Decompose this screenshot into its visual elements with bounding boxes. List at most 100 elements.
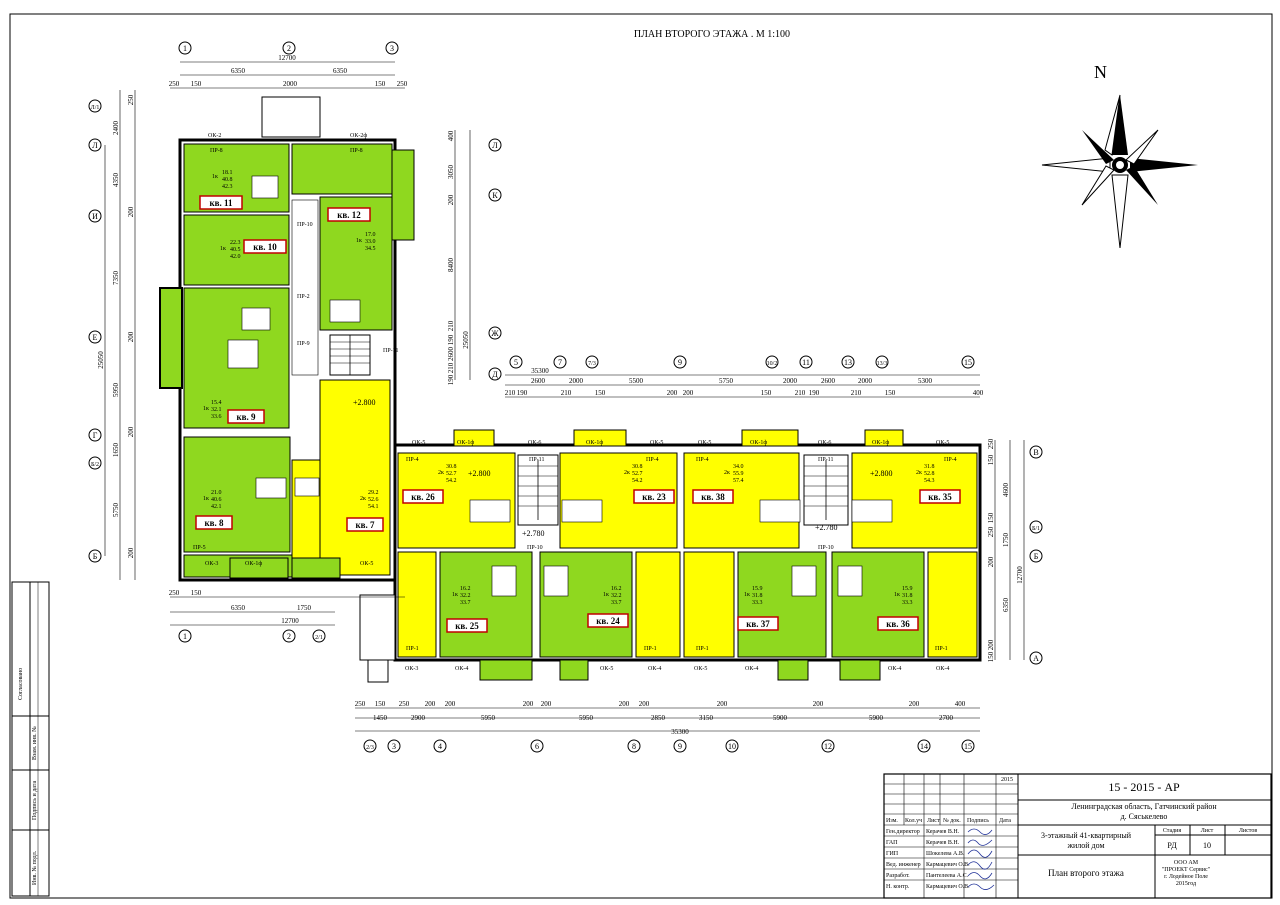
- svg-text:ОК-1ф: ОК-1ф: [586, 439, 603, 446]
- axis-markers-left-bottom: 1 2 2/1: [178, 629, 326, 643]
- tb-code: 15 - 2015 - АР: [1108, 780, 1180, 794]
- svg-text:2850: 2850: [651, 714, 666, 722]
- svg-text:31.8: 31.8: [752, 593, 763, 599]
- svg-text:Подпись и дата: Подпись и дата: [32, 780, 38, 820]
- svg-text:"ПРОЕКТ Сервис": "ПРОЕКТ Сервис": [1162, 867, 1211, 873]
- apartment-label-38: кв. 38: [692, 489, 734, 504]
- svg-text:52.7: 52.7: [632, 471, 643, 477]
- svg-text:Лист: Лист: [1201, 828, 1214, 834]
- svg-text:2700: 2700: [939, 714, 954, 722]
- svg-text:200: 200: [987, 639, 995, 650]
- svg-text:3: 3: [390, 44, 394, 53]
- svg-text:190: 190: [809, 389, 820, 397]
- svg-text:кв. 36: кв. 36: [886, 619, 910, 629]
- svg-text:кв. 9: кв. 9: [236, 412, 256, 422]
- svg-text:15: 15: [964, 358, 972, 367]
- svg-text:2к: 2к: [916, 470, 922, 476]
- svg-text:Инв. № подл.: Инв. № подл.: [32, 850, 38, 885]
- svg-text:40.8: 40.8: [222, 177, 233, 183]
- svg-text:210: 210: [505, 389, 516, 397]
- level-mark-left: +2.800: [353, 398, 376, 407]
- svg-text:1к: 1к: [603, 592, 609, 598]
- svg-text:кв. 37: кв. 37: [746, 619, 770, 629]
- svg-text:210: 210: [561, 389, 572, 397]
- svg-text:ПР-4: ПР-4: [696, 457, 709, 463]
- svg-text:кв. 38: кв. 38: [701, 492, 725, 502]
- svg-text:13: 13: [844, 358, 852, 367]
- svg-text:5900: 5900: [773, 714, 788, 722]
- svg-text:5750: 5750: [112, 503, 120, 518]
- svg-text:12: 12: [824, 742, 832, 751]
- svg-text:32.2: 32.2: [460, 593, 471, 599]
- svg-text:190: 190: [447, 374, 455, 385]
- area-figures-right: 2к 30.8 52.7 54.2 2к 30.8 52.7 54.2 2к 3…: [438, 464, 935, 606]
- svg-text:7/3: 7/3: [588, 361, 596, 367]
- svg-text:250: 250: [987, 526, 995, 537]
- svg-text:190: 190: [517, 389, 528, 397]
- svg-text:ОК-5: ОК-5: [936, 440, 949, 446]
- svg-text:ОК-4: ОК-4: [648, 666, 661, 672]
- svg-text:200: 200: [717, 700, 728, 708]
- svg-text:2: 2: [287, 44, 291, 53]
- svg-text:кв. 25: кв. 25: [455, 621, 479, 631]
- svg-text:2/1: 2/1: [315, 635, 323, 641]
- svg-text:5: 5: [514, 358, 518, 367]
- svg-text:34.5: 34.5: [365, 246, 376, 252]
- svg-text:ОК-4: ОК-4: [745, 666, 758, 672]
- svg-text:30.8: 30.8: [446, 464, 457, 470]
- svg-text:32.1: 32.1: [211, 407, 222, 413]
- svg-text:К: К: [492, 191, 498, 200]
- svg-text:ПР-11: ПР-11: [383, 348, 398, 354]
- svg-text:ГИП: ГИП: [886, 851, 899, 857]
- svg-text:15: 15: [964, 742, 972, 751]
- svg-text:2015год: 2015год: [1176, 881, 1196, 887]
- dimension-texts-left-vertical: 250 2400 4350 200 7350 200 25050 5950 20…: [97, 94, 135, 558]
- svg-text:150: 150: [885, 389, 896, 397]
- svg-text:8: 8: [632, 742, 636, 751]
- svg-text:кв. 11: кв. 11: [209, 198, 233, 208]
- svg-text:1750: 1750: [297, 604, 312, 612]
- svg-text:250: 250: [169, 589, 180, 597]
- svg-text:1450: 1450: [373, 714, 388, 722]
- svg-text:18.1: 18.1: [222, 170, 233, 176]
- balcony-top: [261, 96, 321, 138]
- title-block: 2015 Изм. Кол.уч Лист № док. Подпись Дат…: [883, 773, 1272, 899]
- svg-text:Пантелеева А.С.: Пантелеева А.С.: [926, 873, 969, 879]
- svg-text:кв. 26: кв. 26: [411, 492, 435, 502]
- svg-text:210: 210: [447, 362, 455, 373]
- svg-text:ПР-5: ПР-5: [193, 545, 206, 551]
- svg-text:200: 200: [523, 700, 534, 708]
- svg-text:ПР-1: ПР-1: [644, 646, 657, 652]
- svg-text:2к: 2к: [438, 470, 444, 476]
- svg-text:16.2: 16.2: [460, 586, 471, 592]
- svg-text:5750: 5750: [719, 377, 734, 385]
- svg-text:+2.780: +2.780: [815, 523, 838, 532]
- openings-left: ОК-2 ОК-2ф ОК-3 ОК-1ф ОК-5 ПР-8 ПР-8 ПР-…: [193, 132, 398, 567]
- apartment-label-35: кв. 35: [919, 489, 961, 504]
- svg-text:ПР-1: ПР-1: [406, 646, 419, 652]
- svg-text:ОК-1ф: ОК-1ф: [245, 560, 262, 567]
- svg-text:9: 9: [678, 742, 682, 751]
- svg-text:150: 150: [987, 512, 995, 523]
- svg-text:34.0: 34.0: [733, 464, 744, 470]
- svg-text:54.3: 54.3: [924, 478, 935, 484]
- svg-text:42.3: 42.3: [222, 184, 233, 190]
- sheet-frame: [9, 13, 1273, 899]
- svg-text:31.8: 31.8: [924, 464, 935, 470]
- svg-text:1к: 1к: [356, 238, 362, 244]
- svg-text:Кармацевич О.В.: Кармацевич О.В.: [926, 884, 970, 890]
- svg-text:4: 4: [438, 742, 442, 751]
- svg-text:3: 3: [392, 742, 396, 751]
- svg-text:210: 210: [851, 389, 862, 397]
- svg-text:ПР-10: ПР-10: [527, 545, 543, 551]
- apartment-label-12: кв. 12: [327, 207, 371, 222]
- svg-text:Разработ.: Разработ.: [886, 872, 910, 879]
- signatures-icon: [967, 828, 995, 890]
- svg-text:8400: 8400: [447, 258, 455, 273]
- svg-text:2600: 2600: [531, 377, 546, 385]
- svg-text:150: 150: [375, 80, 386, 88]
- svg-text:ОК-5: ОК-5: [650, 440, 663, 446]
- svg-text:Изм.: Изм.: [886, 818, 898, 824]
- svg-text:5950: 5950: [481, 714, 496, 722]
